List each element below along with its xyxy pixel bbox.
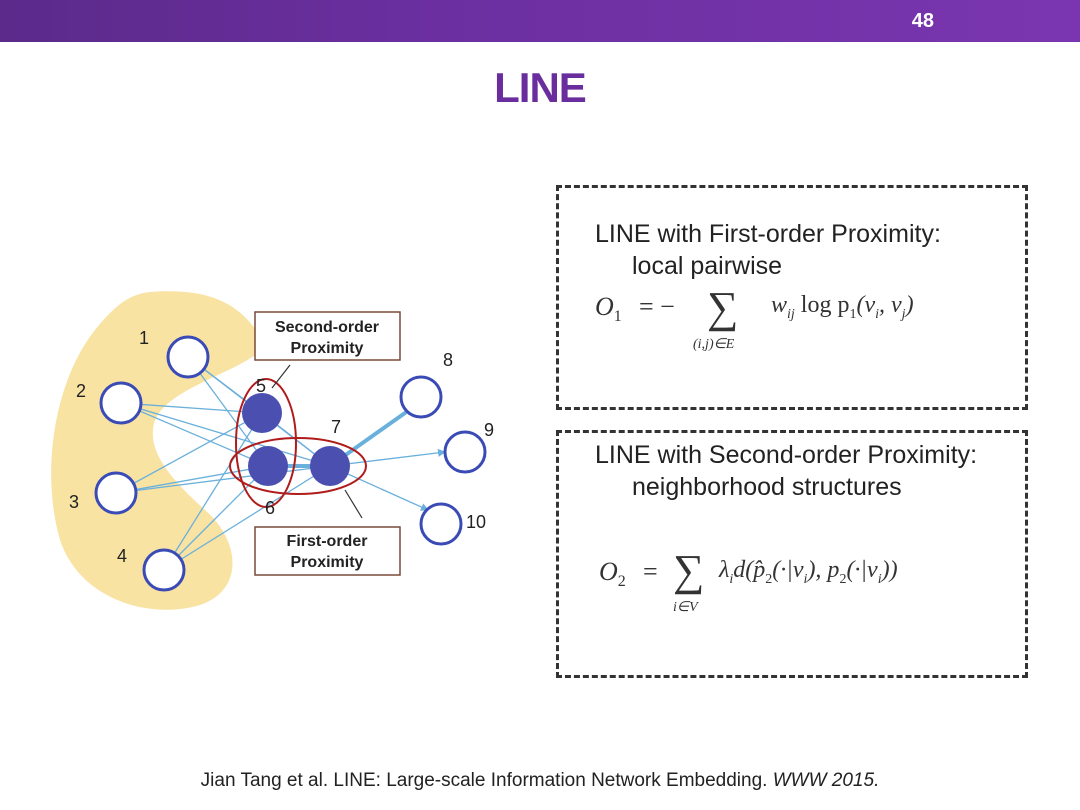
first-order-formula: O1 = − ∑ (i,j)∈E wij log p1(vi, vj)	[595, 283, 914, 352]
second-order-subheading: neighborhood structures	[632, 473, 902, 501]
node-6	[248, 446, 288, 486]
node-4	[142, 548, 186, 592]
node-label-2: 2	[76, 381, 86, 401]
node-label-8: 8	[443, 350, 453, 370]
slide-title: LINE	[494, 64, 587, 111]
second-order-heading: LINE with Second-order Proximity:	[595, 441, 978, 469]
first-order-box: LINE with First-order Proximity: local p…	[556, 185, 1028, 410]
citation: Jian Tang et al. LINE: Large-scale Infor…	[0, 770, 1080, 792]
second-order-callout	[254, 311, 401, 361]
neighborhood-region	[51, 291, 266, 610]
second-order-box: LINE with Second-order Proximity: neighb…	[556, 430, 1028, 678]
node-7	[310, 446, 350, 486]
node-label-6: 6	[265, 498, 275, 518]
second-order-callout-line1: Second-order	[275, 319, 379, 336]
node-2	[99, 381, 143, 425]
node-3	[94, 471, 138, 515]
first-order-text: LINE with First-order Proximity: local p…	[595, 218, 941, 282]
node-1	[166, 335, 210, 379]
first-order-ellipse	[229, 437, 367, 495]
node-10	[419, 502, 463, 546]
node-label-10: 10	[466, 512, 486, 532]
second-order-text: LINE with Second-order Proximity: neighb…	[595, 439, 977, 503]
node-label-3: 3	[69, 492, 79, 512]
first-order-callout-line1: First-order	[287, 533, 368, 550]
first-order-subheading: local pairwise	[632, 252, 783, 280]
header-bar	[0, 0, 1080, 42]
first-order-callout-line2: Proximity	[291, 554, 364, 571]
first-order-heading: LINE with First-order Proximity:	[595, 220, 941, 248]
citation-venue: WWW 2015.	[772, 770, 880, 791]
first-order-callout	[254, 526, 401, 576]
second-order-formula: O2 = ∑ i∈V λid(p̂2(·|vi), p2(·|vi))	[599, 546, 898, 615]
slide-number: 48	[911, 10, 934, 32]
second-order-ellipse	[235, 378, 297, 508]
node-8	[399, 375, 443, 419]
node-label-5: 5	[256, 376, 266, 396]
node-label-7: 7	[331, 417, 341, 437]
node-label-9: 9	[484, 420, 494, 440]
node-5	[242, 393, 282, 433]
node-9	[443, 430, 487, 474]
node-label-4: 4	[117, 546, 127, 566]
citation-text: Jian Tang et al. LINE: Large-scale Infor…	[200, 770, 768, 791]
node-label-1: 1	[139, 328, 149, 348]
second-order-callout-line2: Proximity	[291, 340, 364, 357]
